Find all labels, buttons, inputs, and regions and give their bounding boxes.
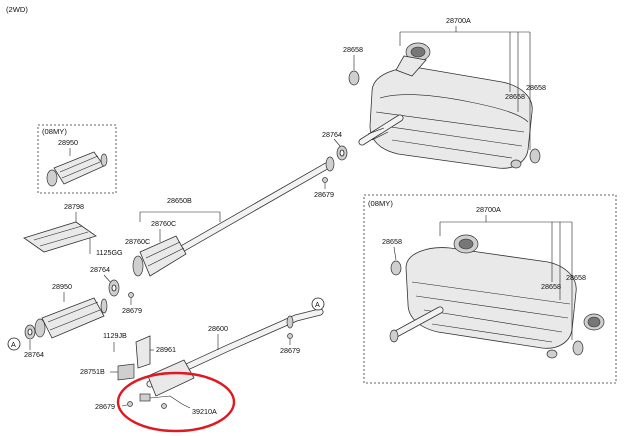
label-39210a: 39210A bbox=[192, 407, 217, 416]
label-28650b: 28650B bbox=[167, 196, 192, 205]
ref-marker-a-right-text: A bbox=[315, 300, 320, 309]
nut-bottom bbox=[127, 401, 133, 407]
nut-rear bbox=[322, 177, 328, 183]
rear-gasket bbox=[336, 145, 348, 161]
label-28658-a: 28658 bbox=[343, 45, 363, 54]
bracket bbox=[135, 335, 151, 369]
inset-right-label: (08MY) bbox=[368, 199, 393, 208]
label-28950-inset: 28950 bbox=[58, 138, 78, 147]
front-pipe bbox=[146, 308, 324, 397]
label-28764-front: 28764 bbox=[90, 265, 110, 274]
ref-marker-a-left-text: A bbox=[11, 340, 16, 349]
label-28679-bottom: 28679 bbox=[95, 402, 115, 411]
label-28760c-b: 28760C bbox=[125, 237, 150, 246]
inset-right bbox=[363, 194, 617, 384]
label-28658-inset-b: 28658 bbox=[566, 273, 586, 282]
label-28764-rear: 28764 bbox=[322, 130, 342, 139]
inset-top-left bbox=[37, 124, 117, 194]
nut-front bbox=[128, 292, 134, 298]
o2-sensor bbox=[139, 393, 191, 409]
clamp bbox=[117, 363, 135, 381]
variant-label: (2WD) bbox=[6, 5, 28, 14]
nut-right bbox=[287, 333, 293, 339]
label-28600: 28600 bbox=[208, 324, 228, 333]
label-28658-b: 28658 bbox=[526, 83, 546, 92]
label-28658-c: 28658 bbox=[505, 92, 525, 101]
inset-top-left-label: (08MY) bbox=[42, 127, 67, 136]
label-28700a-inset: 28700A bbox=[476, 205, 501, 214]
highlight-circle bbox=[116, 371, 236, 433]
label-28764-manifold: 28764 bbox=[24, 350, 44, 359]
label-28679-front: 28679 bbox=[122, 306, 142, 315]
catalytic-converter bbox=[34, 297, 108, 339]
label-28950-main: 28950 bbox=[52, 282, 72, 291]
label-1125gg: 1125GG bbox=[96, 248, 123, 257]
ref-marker-a-left bbox=[7, 337, 21, 351]
gasket-manifold bbox=[24, 324, 36, 340]
center-pipe bbox=[132, 156, 335, 277]
label-28961: 28961 bbox=[156, 345, 176, 354]
label-28679-right: 28679 bbox=[280, 346, 300, 355]
ref-marker-a-right bbox=[311, 297, 325, 311]
heat-shield bbox=[23, 221, 97, 253]
label-28798: 28798 bbox=[64, 202, 84, 211]
gasket-front bbox=[108, 279, 120, 297]
label-1129jb: 1129JB bbox=[103, 331, 127, 340]
label-28751b: 28751B bbox=[80, 367, 105, 376]
label-28658-inset-c: 28658 bbox=[541, 282, 561, 291]
inset-muffler bbox=[389, 234, 605, 359]
label-28700a: 28700A bbox=[446, 16, 471, 25]
label-28760c-a: 28760C bbox=[151, 219, 176, 228]
inset-catalytic-converter bbox=[46, 151, 108, 187]
rear-muffler bbox=[348, 42, 541, 169]
label-28658-inset-a: 28658 bbox=[382, 237, 402, 246]
label-28679-rear: 28679 bbox=[314, 190, 334, 199]
